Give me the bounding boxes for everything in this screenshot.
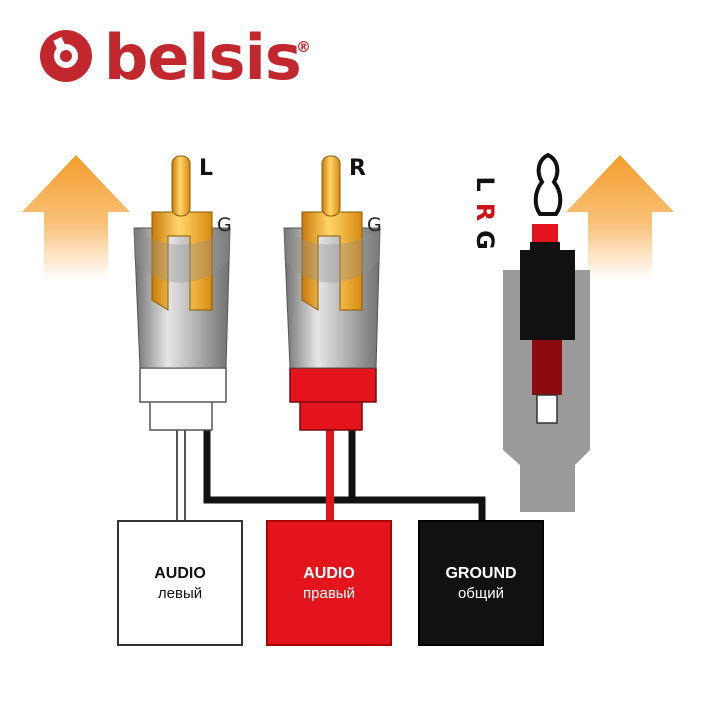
left-signal-label: L — [199, 156, 214, 181]
right-ground-label: G — [367, 214, 382, 236]
arrow-up-right-icon — [566, 155, 674, 280]
box-audio-left-title: AUDIO — [154, 564, 206, 582]
left-ground-label: G — [217, 214, 232, 236]
box-audio-left: AUDIO левый — [117, 520, 243, 646]
jack-35mm — [503, 152, 590, 512]
jack-label-g: G — [471, 230, 499, 250]
registered-mark: ® — [296, 38, 311, 56]
box-audio-right-subtitle: правый — [303, 584, 355, 602]
jack-label-r: R — [471, 202, 499, 222]
box-audio-right-title: AUDIO — [303, 564, 355, 582]
jack-label-l: L — [471, 176, 499, 192]
box-audio-left-subtitle: левый — [157, 584, 203, 602]
box-ground-title: GROUND — [445, 564, 517, 582]
brand-logo-mark — [40, 30, 92, 82]
right-signal-label: R — [349, 156, 366, 181]
rca-plug-right — [283, 155, 381, 431]
arrow-up-left-icon — [22, 155, 130, 280]
box-audio-right: AUDIO правый — [266, 520, 392, 646]
rca-plug-left — [133, 155, 231, 431]
box-ground-subtitle: общий — [457, 584, 505, 602]
brand-name: belsis — [104, 21, 302, 94]
wires — [176, 425, 486, 520]
box-ground: GROUND общий — [418, 520, 544, 646]
